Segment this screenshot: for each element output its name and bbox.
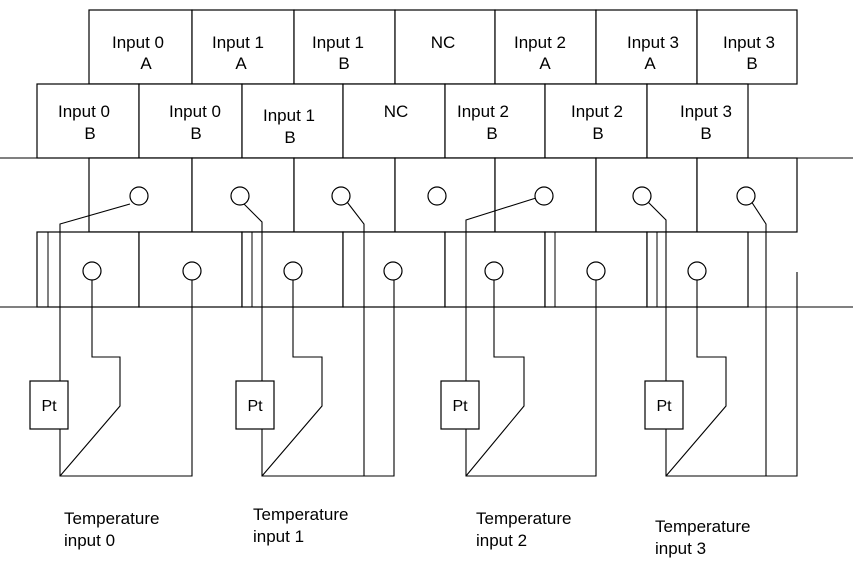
pt-sensor-box: [29, 380, 69, 430]
bottom-label-line1: Input 2: [571, 102, 623, 121]
top-label-line1: Input 1: [312, 33, 364, 52]
pt-sensor-label: Pt: [656, 398, 672, 415]
wire: [465, 272, 525, 477]
pt-sensor-box: [440, 380, 480, 430]
temperature-caption-line2: input 1: [253, 527, 304, 546]
terminal-screw-icon: [736, 186, 756, 206]
pt-sensor-box: [644, 380, 684, 430]
pt-sensor-label: Pt: [41, 398, 57, 415]
pt-sensor-label: Pt: [452, 398, 468, 415]
temperature-caption-line1: Temperature: [476, 509, 571, 528]
bottom-label-line1: Input 0: [169, 102, 221, 121]
top-label-line1: Input 0: [112, 33, 164, 52]
temperature-caption-line1: Temperature: [64, 509, 159, 528]
upper-terminal-screws: [129, 186, 756, 206]
terminal-screw-icon: [534, 186, 554, 206]
bottom-label-line1: NC: [384, 102, 409, 121]
top-label-line2: A: [140, 54, 152, 73]
terminal-screw-icon: [687, 261, 707, 281]
terminal-screw-icon: [82, 261, 102, 281]
top-label-line1: Input 1: [212, 33, 264, 52]
bottom-label-line1: Input 0: [58, 102, 110, 121]
pt-sensors: Pt Pt Pt Pt: [29, 380, 684, 430]
top-label-cell: [394, 9, 496, 85]
wire: [59, 272, 121, 477]
terminal-screw-icon: [129, 186, 149, 206]
wire: [261, 272, 323, 477]
temperature-caption-line1: Temperature: [253, 505, 348, 524]
temperature-caption-line2: input 2: [476, 531, 527, 550]
terminal-screw-icon: [632, 186, 652, 206]
terminal-screw-icon: [383, 261, 403, 281]
top-label-line1: Input 3: [723, 33, 775, 52]
temperature-caption-line1: Temperature: [655, 517, 750, 536]
top-label-line1: Input 3: [627, 33, 679, 52]
wire: [343, 197, 365, 476]
wire: [665, 272, 727, 477]
wiring: [59, 197, 798, 477]
bottom-label-line2: B: [486, 124, 497, 143]
bottom-label-cell: [544, 83, 648, 159]
bottom-label-row: Input 0 B Input 0 B Input 1 B NC Input 2…: [36, 83, 749, 159]
temperature-captions: Temperature input 0 Temperature input 1 …: [64, 505, 750, 558]
bottom-label-line1: Input 2: [457, 102, 509, 121]
temperature-caption-line2: input 3: [655, 539, 706, 558]
top-label-cell: [191, 9, 295, 85]
bottom-label-cell: [444, 83, 546, 159]
top-label-row: Input 0 A Input 1 A Input 1 B NC Input 2…: [88, 9, 798, 85]
bottom-label-cell: [241, 83, 344, 159]
top-label-line2: A: [644, 54, 656, 73]
top-label-line1: NC: [431, 33, 456, 52]
bottom-label-cell: [36, 83, 140, 159]
bottom-label-line2: B: [284, 128, 295, 147]
wire: [748, 197, 767, 476]
bottom-label-cell: [138, 83, 243, 159]
top-label-cell: [595, 9, 698, 85]
pt-sensor-box: [235, 380, 275, 430]
terminal-screw-icon: [586, 261, 606, 281]
bottom-label-cell: [646, 83, 749, 159]
top-label-cell: [88, 9, 193, 85]
bottom-label-line1: Input 1: [263, 106, 315, 125]
top-label-line2: A: [539, 54, 551, 73]
lower-terminal-screws: [82, 261, 707, 281]
pt-sensor-label: Pt: [247, 398, 263, 415]
bottom-label-cell: [342, 83, 446, 159]
bottom-label-line2: B: [84, 124, 95, 143]
terminal-screw-icon: [182, 261, 202, 281]
top-label-line2: B: [746, 54, 757, 73]
top-label-line2: B: [338, 54, 349, 73]
terminal-screw-icon: [230, 186, 250, 206]
terminal-screw-icon: [331, 186, 351, 206]
terminal-screw-icon: [484, 261, 504, 281]
bottom-label-line1: Input 3: [680, 102, 732, 121]
top-label-cell: [293, 9, 396, 85]
terminal-screw-icon: [427, 186, 447, 206]
bottom-label-line2: B: [190, 124, 201, 143]
bottom-label-line2: B: [592, 124, 603, 143]
temperature-caption-line2: input 0: [64, 531, 115, 550]
terminal-screw-icon: [283, 261, 303, 281]
top-label-line2: A: [235, 54, 247, 73]
top-label-line1: Input 2: [514, 33, 566, 52]
bottom-label-line2: B: [700, 124, 711, 143]
